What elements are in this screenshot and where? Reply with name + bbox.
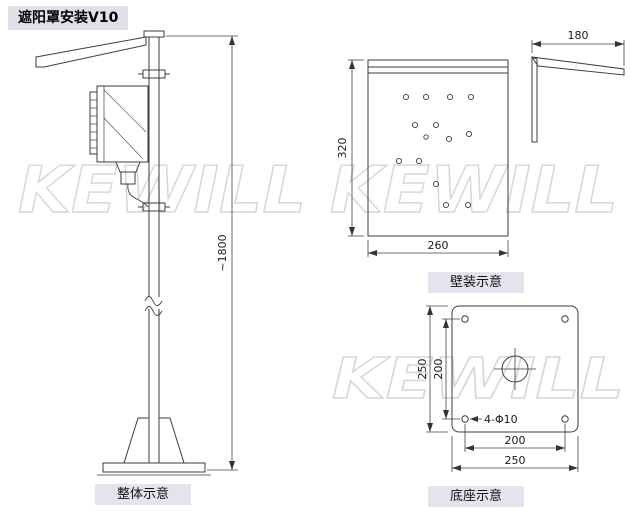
wall-plate — [367, 59, 509, 237]
pole-clamps — [138, 69, 170, 212]
overall-dim-arrows — [229, 36, 235, 470]
corner-hole — [561, 315, 569, 323]
base-hole-spacing-v-label: 200 — [432, 359, 445, 380]
mounting-holes — [395, 93, 475, 209]
pole-base — [97, 412, 211, 476]
overall-height-dimension — [166, 35, 238, 471]
overall-view — [35, 30, 211, 476]
base-plate-side — [102, 462, 206, 473]
overall-height-label: ~1800 — [216, 234, 229, 271]
base-outer-height-label: 250 — [416, 359, 429, 380]
base-outer-width-label: 250 — [505, 454, 526, 467]
hood-side-view — [530, 56, 625, 143]
caption-overall-view: 整体示意 — [95, 484, 192, 505]
watermark-text-secondary: KEWILL — [332, 347, 624, 412]
wall-width-label: 260 — [428, 239, 449, 252]
corner-hole — [461, 315, 469, 323]
hood-depth-label: 180 — [568, 29, 589, 42]
wall-dimensions — [348, 59, 509, 257]
pipe-break-icon — [144, 296, 163, 306]
sunshade-hood — [35, 36, 147, 68]
watermark-layer: KEWILL KEWILL KEWILL — [17, 153, 624, 412]
hood-back-plate — [531, 56, 538, 143]
cable-gland — [115, 161, 149, 208]
wall-view — [367, 59, 509, 237]
wall-dim-arrows — [349, 60, 508, 256]
base-hole-spacing-h-label: 200 — [505, 434, 526, 447]
base-plate-top — [451, 305, 579, 433]
terminal-strip — [89, 91, 98, 155]
hood-depth-dimension — [531, 40, 625, 66]
cable — [127, 183, 149, 208]
base-dim-arrows — [427, 306, 578, 471]
hood-profile — [530, 56, 625, 76]
base-dimensions — [426, 305, 579, 472]
pole-cap — [143, 30, 165, 38]
base-hole-note-label: 4-Φ10 — [484, 413, 518, 426]
corner-hole — [461, 415, 469, 423]
wall-height-label: 320 — [336, 138, 349, 159]
watermark-text-main: KEWILL KEWILL — [18, 154, 618, 228]
page-title: 遮阳罩安装V10 — [8, 6, 129, 30]
hood-dim-arrows — [532, 41, 624, 47]
caption-wall-view: 壁装示意 — [428, 272, 525, 293]
base-view — [451, 305, 579, 433]
instrument-body — [89, 85, 149, 163]
corner-hole — [561, 415, 569, 423]
pole — [144, 37, 163, 412]
caption-base-view: 底座示意 — [428, 486, 525, 507]
